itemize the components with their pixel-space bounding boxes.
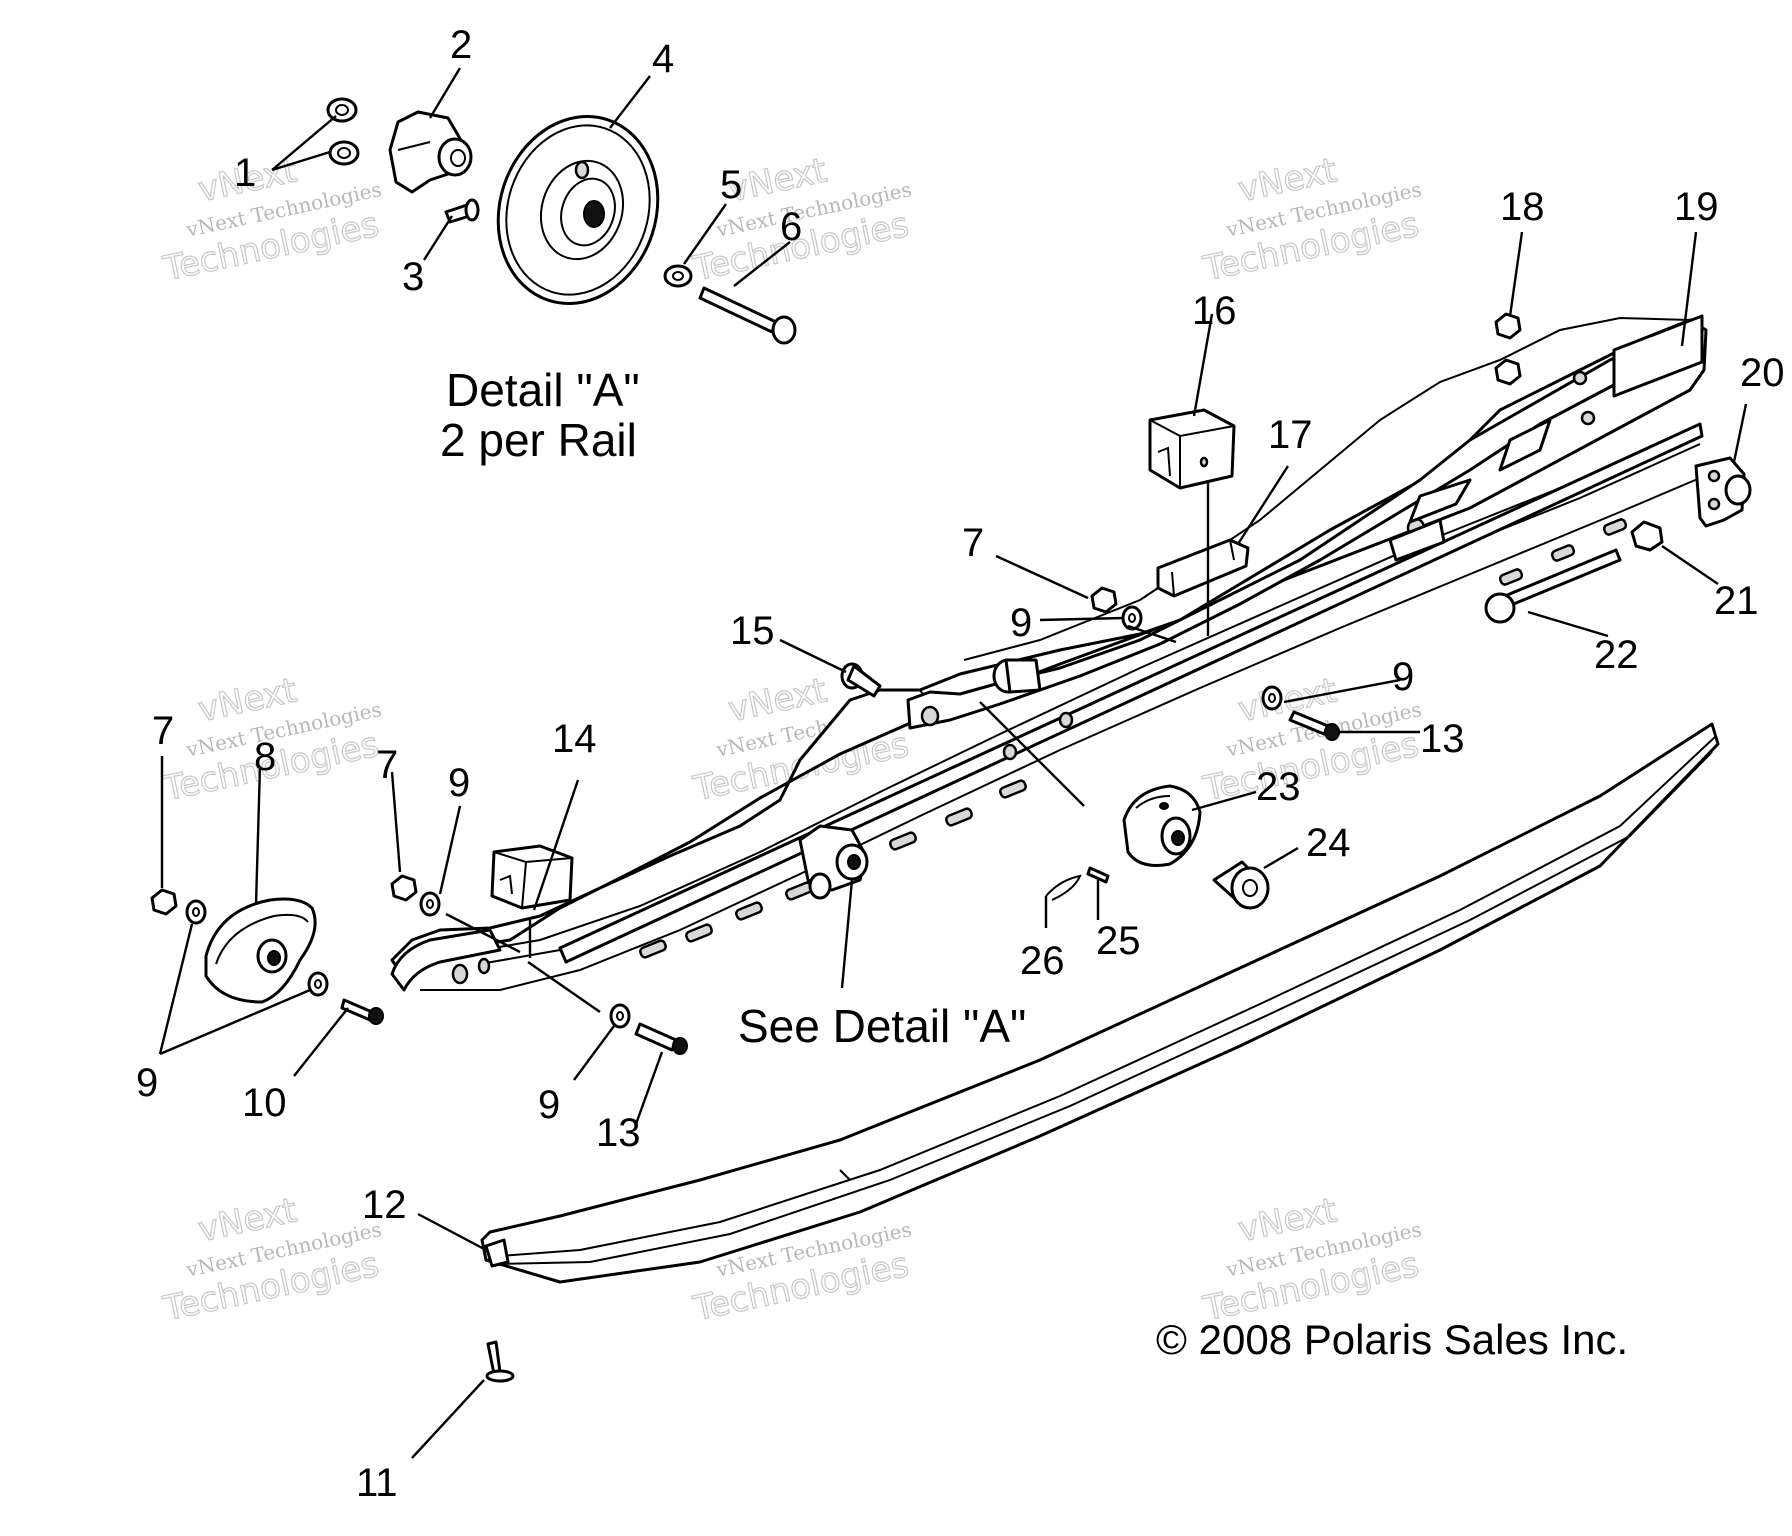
- part-3-bolt: [444, 198, 480, 224]
- callout-13-upper: 13: [1420, 717, 1465, 761]
- callout-1: 1: [234, 151, 256, 195]
- leader-lines: [158, 67, 1748, 1459]
- callout-10: 10: [242, 1081, 287, 1125]
- part-15-bolt: [840, 662, 882, 698]
- callout-25: 25: [1096, 919, 1141, 963]
- part-18-nuts: [1494, 312, 1522, 386]
- callout-8: 8: [254, 735, 276, 779]
- part-16-block: [1148, 408, 1236, 490]
- callout-9-a: 9: [136, 1061, 158, 1105]
- watermarks: vNext vNext Technologies Technologies vN…: [159, 150, 1424, 1330]
- callout-12: 12: [362, 1183, 407, 1227]
- part-7-nut-left: [150, 888, 178, 916]
- part-2-bracket: [388, 110, 473, 194]
- part-13-bolt-lower: [634, 1022, 688, 1055]
- callout-20: 20: [1740, 351, 1785, 395]
- part-21-nut: [1630, 520, 1664, 552]
- callout-7-mid: 7: [376, 743, 398, 787]
- see-detail-a-label: See Detail "A": [738, 1000, 1026, 1052]
- callout-21: 21: [1714, 579, 1759, 623]
- callout-9-d: 9: [1010, 601, 1032, 645]
- callout-6: 6: [780, 205, 802, 249]
- part-5-washer: [663, 264, 693, 288]
- callout-9-b: 9: [448, 761, 470, 805]
- callout-11: 11: [356, 1461, 398, 1505]
- callout-14: 14: [552, 717, 597, 761]
- callout-23: 23: [1256, 765, 1301, 809]
- part-14-block: [490, 844, 574, 910]
- callout-labels: 1 2 3 4 5 6 7 7 7 8 9 9 9 9 9 10 11 12 1…: [136, 23, 1785, 1505]
- part-12-slide: [480, 722, 1720, 1284]
- part-10-bolt: [340, 998, 384, 1025]
- watermark: vNext vNext Technologies Technologies: [159, 670, 384, 810]
- part-1-nuts: [326, 97, 360, 166]
- callout-17: 17: [1268, 413, 1313, 457]
- part-4-idler-wheel: [496, 114, 660, 306]
- callout-5: 5: [720, 163, 742, 207]
- callout-15: 15: [730, 609, 775, 653]
- detail-a-caption-line1: Detail "A": [446, 364, 640, 416]
- part-22-axle: [1484, 548, 1622, 624]
- detail-a-group: [326, 97, 797, 345]
- part-11-screw: [485, 1340, 515, 1383]
- part-23-bumper: [1122, 784, 1202, 867]
- callout-9-c: 9: [538, 1083, 560, 1127]
- part-24-pin: [1212, 860, 1270, 910]
- callout-16: 16: [1192, 289, 1237, 333]
- callout-22: 22: [1594, 633, 1639, 677]
- part-25-pin: [1086, 866, 1110, 884]
- detail-a-caption-line2: 2 per Rail: [440, 414, 637, 466]
- part-6-bolt: [698, 286, 797, 345]
- callout-24: 24: [1306, 821, 1351, 865]
- watermark: vNext vNext Technologies Technologies: [159, 1190, 384, 1330]
- watermark: vNext vNext Technologies Technologies: [1199, 150, 1424, 290]
- callout-7-top: 7: [962, 521, 984, 565]
- callout-3: 3: [402, 255, 424, 299]
- part-17-clip: [1156, 538, 1250, 598]
- part-7-nut-top: [1090, 586, 1118, 614]
- copyright-notice: © 2008 Polaris Sales Inc.: [1156, 1316, 1628, 1363]
- callout-2: 2: [450, 23, 472, 67]
- part-13-bolt-upper: [1288, 710, 1340, 741]
- part-20-bracket: [1694, 456, 1752, 528]
- callout-4: 4: [652, 37, 674, 81]
- callout-7-left: 7: [152, 709, 174, 753]
- part-26-cotter-pin: [1045, 874, 1082, 901]
- callout-13-lower: 13: [596, 1111, 641, 1155]
- callout-18: 18: [1500, 185, 1545, 229]
- part-7-nut-mid: [390, 874, 418, 902]
- rail-assembly: [390, 314, 1708, 992]
- callout-9-e: 9: [1392, 655, 1414, 699]
- callout-26: 26: [1020, 939, 1065, 983]
- part-8-bumper: [204, 897, 317, 1004]
- callout-19: 19: [1674, 185, 1719, 229]
- watermark: vNext vNext Technologies Technologies: [1199, 1190, 1424, 1330]
- part-9-washers: [185, 605, 1283, 1029]
